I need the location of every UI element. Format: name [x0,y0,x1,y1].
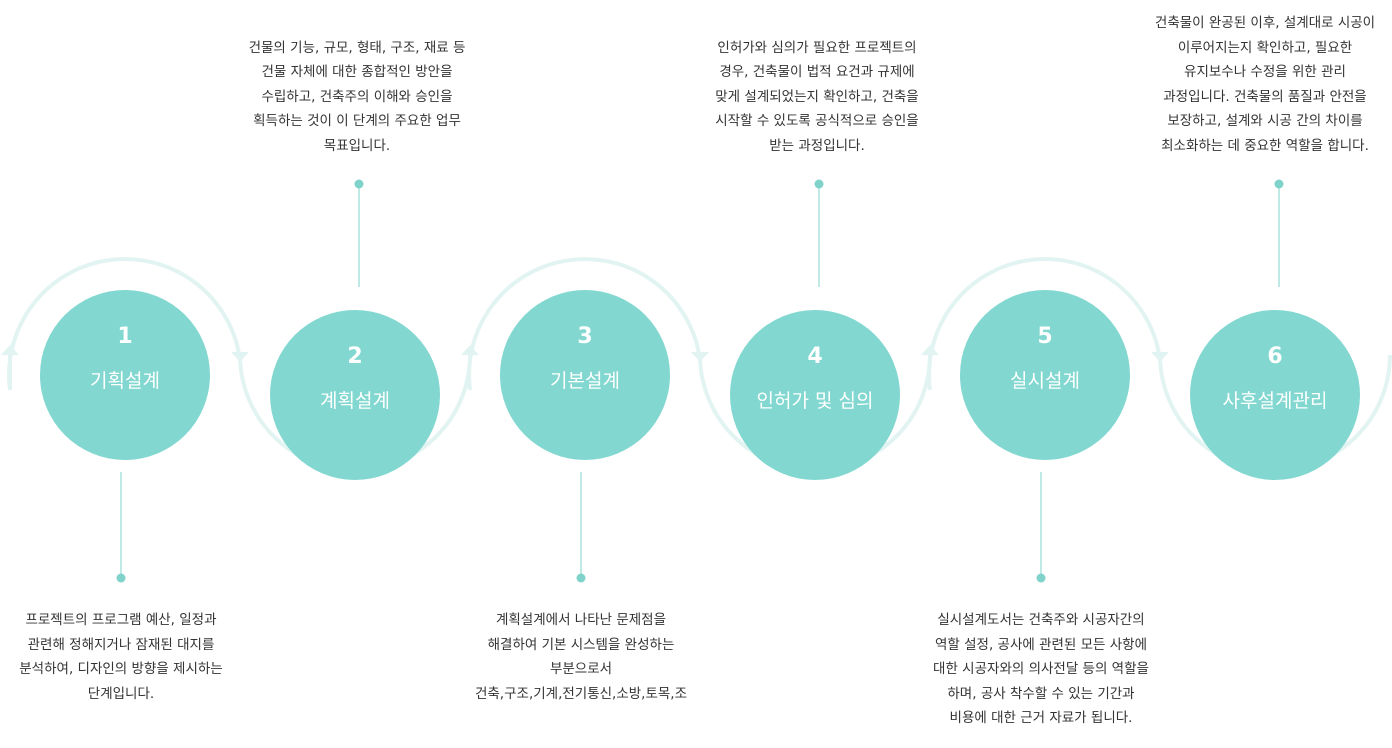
description-line: 부분으로서 [549,661,613,677]
description-line: 비용에 대한 근거 자료가 됩니다. [949,710,1133,726]
description-line: 획득하는 것이 이 단계의 주요한 업무 [253,113,461,129]
description-line: 분석하여, 디자인의 방향을 제시하는 [19,661,223,677]
step-circle-2: 2 계획설계 [270,310,440,480]
description-line: 프로젝트의 프로그램 예산, 일정과 [25,612,217,628]
step-number: 2 [347,344,363,369]
description-line: 실시설계도서는 건축주와 시공자간의 [937,612,1145,628]
connector-dot [116,573,126,583]
arrow-down-icon [231,352,249,362]
description-line: 시작할 수 있도록 공식적으로 승인을 [715,113,919,129]
step-title: 계획설계 [320,390,390,412]
description-line: 계획설계에서 나타난 문제점을 [495,612,667,628]
description-line: 역할 설정, 공사에 관련된 모든 사항에 [934,636,1148,653]
step-title: 실시설계 [1010,370,1080,392]
step-title: 기획설계 [90,370,160,392]
description-line: 목표입니다. [323,137,391,154]
step-circle-1: 1 기획설계 [40,290,210,460]
connector-dot [814,179,824,189]
description-line: 건축물이 완공된 이후, 설계대로 시공이 [1154,15,1376,31]
description-line: 보장하고, 설계와 시공 간의 차이를 [1167,113,1363,129]
step-title: 인허가 및 심의 [756,390,874,412]
track-arc-top [467,257,702,391]
description-line: 관련해 정해지거나 잠재된 대지를 [27,636,215,653]
step-number: 5 [1037,324,1053,349]
step-title: 기본설계 [550,370,620,392]
description-line: 수립하고, 건축주의 이해와 승인을 [261,88,453,105]
description-line: 이루어지는지 확인하고, 필요한 [1177,39,1353,56]
description-line: 건물 자체에 대한 종합적인 방안을 [261,64,453,80]
description-line: 과정입니다. 건축물의 품질과 안전을 [1163,88,1367,105]
step-circle-6: 6 사후설계관리 [1190,310,1360,480]
description-line: 유지보수나 수정을 위한 관리 [1184,64,1346,80]
track-arc-top [927,257,1162,391]
description-line: 건축,구조,기계,전기통신,소방,토목,조 [474,685,688,702]
connector-dot [1036,573,1046,583]
description-line: 해결하여 기본 시스템을 완성하는 [487,636,675,653]
description-line: 인허가와 심의가 필요한 프로젝트의 [717,39,917,56]
arrow-up-icon [461,345,479,355]
arrow-up-icon [1,345,19,355]
description-line: 하며, 공사 착수할 수 있는 기간과 [947,685,1135,702]
step-circle-4: 4 인허가 및 심의 [730,310,900,480]
description-line: 맞게 설계되었는지 확인하고, 건축을 [715,88,919,105]
step-circle-3: 3 기본설계 [500,290,670,460]
step-number: 6 [1267,344,1283,369]
connector-dot [576,573,586,583]
arrow-down-icon [1151,352,1169,362]
description-line: 건물의 기능, 규모, 형태, 구조, 재료 등 [248,39,466,56]
description-line: 최소화하는 데 중요한 역할을 합니다. [1161,137,1369,154]
description-line: 경우, 건축물이 법적 요건과 규제에 [719,64,915,80]
step-circle-5: 5 실시설계 [960,290,1130,460]
description-line: 대한 시공자와의 의사전달 등의 역할을 [933,661,1149,677]
step-number: 3 [577,324,593,349]
arrow-down-icon [691,352,709,362]
description-line: 단계입니다. [87,685,155,702]
arrow-up-icon [921,345,939,355]
step-number: 4 [807,344,823,369]
step-number: 1 [117,324,133,349]
connector-dot [354,179,364,189]
description-line: 받는 과정입니다. [769,137,865,154]
connector-dot [1274,179,1284,189]
track-arc-top [7,257,242,391]
step-title: 사후설계관리 [1222,390,1328,412]
